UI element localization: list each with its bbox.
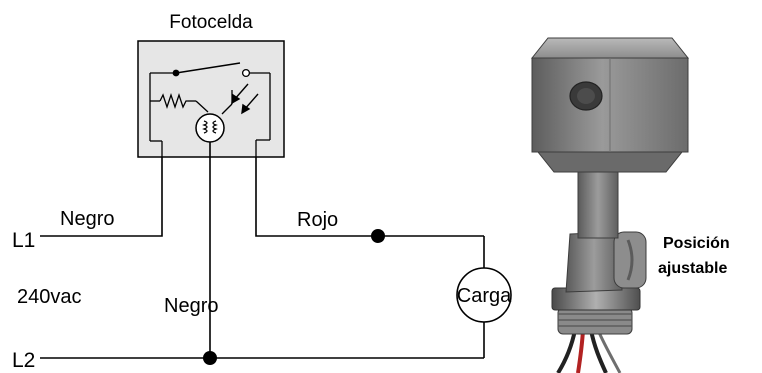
label-position-line2: ajustable: [658, 260, 727, 277]
label-negro-l1: Negro: [60, 208, 114, 230]
diagram-title: Fotocelda: [169, 12, 253, 33]
cable-wires: [556, 329, 622, 373]
label-position-line1: Posición: [663, 235, 730, 252]
junction-dot-rojo: [371, 229, 385, 243]
photocell-head: [530, 37, 690, 173]
relay-switch-icon: [172, 62, 251, 78]
junction-dot-l2: [203, 351, 217, 365]
label-l1: L1: [12, 229, 35, 252]
threaded-fitting: [557, 307, 633, 335]
photocell-device-illustration: [530, 37, 690, 373]
light-arrows-icon: [231, 83, 259, 115]
swivel-knuckle: [565, 231, 647, 293]
photocell-box: [137, 40, 285, 158]
neck: [577, 165, 619, 239]
external-wiring: [40, 142, 512, 365]
photocell-symbol-icon: [195, 113, 225, 143]
resistor-icon: [159, 92, 188, 110]
label-l2: L2: [12, 349, 35, 372]
label-carga: Carga: [457, 285, 512, 307]
label-voltage: 240vac: [17, 286, 82, 308]
internal-wiring: [149, 72, 271, 157]
label-rojo: Rojo: [297, 209, 338, 231]
load-circle: [456, 267, 512, 323]
label-negro-middle: Negro: [164, 295, 218, 317]
